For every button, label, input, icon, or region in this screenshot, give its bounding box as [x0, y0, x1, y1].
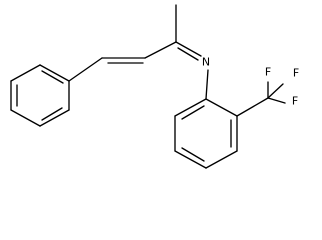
fluorine-atom-label: F	[292, 95, 298, 108]
bond	[175, 41, 202, 57]
structure-canvas: N F F F	[10, 4, 299, 169]
bond	[68, 57, 103, 82]
bond	[236, 97, 269, 117]
double-bond-inner	[41, 107, 63, 121]
bond	[205, 150, 238, 169]
double-bond-inner	[177, 47, 199, 61]
bond	[10, 64, 41, 82]
bond	[39, 64, 70, 82]
double-bond-inner	[41, 70, 64, 84]
bond	[174, 150, 207, 169]
bond	[205, 69, 209, 100]
bond	[174, 98, 207, 117]
phenyl-ring	[10, 64, 70, 127]
bond	[144, 41, 177, 59]
trifluoromethyl-group	[236, 81, 286, 117]
double-bond-inner	[181, 105, 205, 120]
fluorine-atom-label: F	[265, 66, 271, 79]
bond	[10, 109, 41, 127]
fluorine-atom-label: F	[293, 67, 299, 80]
bond	[205, 98, 238, 117]
nitrogen-atom-label: N	[202, 56, 210, 69]
double-bond-inner	[181, 147, 205, 162]
alkene-imine-chain	[68, 4, 209, 100]
bond	[267, 97, 286, 104]
bond	[39, 109, 70, 127]
aryl-ring	[174, 98, 238, 169]
bond	[267, 83, 284, 99]
molecule-drawing: N F F F	[10, 4, 299, 169]
